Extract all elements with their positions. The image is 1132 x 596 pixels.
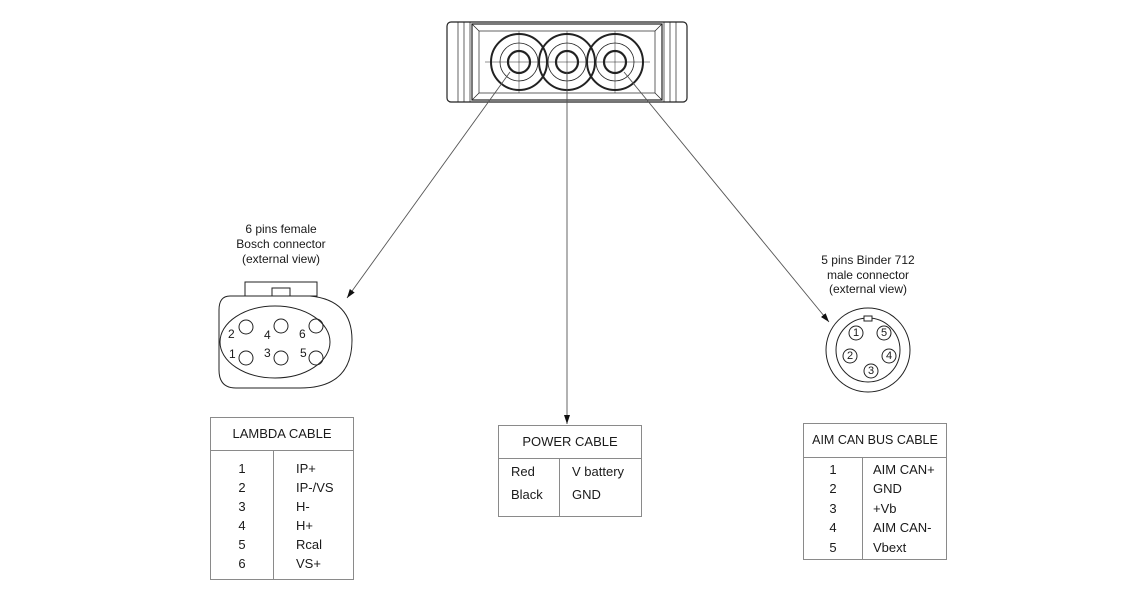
lambda-row-signal: IP-/VS — [296, 480, 334, 495]
lambda-row-pin: 3 — [238, 499, 246, 514]
power-cable-title: POWER CABLE — [499, 426, 641, 459]
can-row-pin: 3 — [829, 500, 837, 516]
lambda-row-pin: 2 — [238, 480, 246, 495]
bosch-pin-label-4: 4 — [264, 328, 271, 342]
can-row-pin: 5 — [829, 539, 837, 555]
lambda-cable-table: LAMBDA CABLE 1 2 3 4 5 6 IP+ IP-/VS H- H… — [210, 417, 354, 580]
can-row-signal: Vbext — [873, 539, 907, 555]
port-left — [490, 31, 548, 93]
arrow-to-bosch — [346, 71, 511, 299]
lambda-row-pin: 4 — [238, 518, 246, 533]
can-row-pin: 2 — [829, 481, 837, 497]
power-row-wire: Red — [511, 464, 535, 479]
lambda-cable-title: LAMBDA CABLE — [211, 418, 353, 451]
can-row-signal: GND — [873, 481, 902, 497]
bosch-pin-label-2: 2 — [228, 327, 235, 341]
can-bus-cable-table: AIM CAN BUS CABLE 1 2 3 4 5 AIM CAN+ GND… — [803, 423, 947, 560]
power-row-signal: GND — [572, 487, 601, 502]
can-row-signal: AIM CAN- — [873, 520, 932, 536]
bosch-pin-label-1: 1 — [229, 347, 236, 361]
port-right — [586, 31, 644, 93]
arrow-to-binder — [623, 71, 830, 323]
can-row-pin: 4 — [829, 520, 837, 536]
binder-pin-label-5: 5 — [881, 327, 887, 339]
lambda-row-signal: H- — [296, 499, 310, 514]
lambda-row-signal: Rcal — [296, 537, 323, 552]
binder-pin-label-4: 4 — [886, 350, 892, 362]
can-row-pin: 1 — [829, 462, 837, 477]
can-row-signal: +Vb — [873, 500, 897, 516]
can-bus-cable-title: AIM CAN BUS CABLE — [804, 424, 946, 458]
bosch-caption-line3: (external view) — [242, 252, 320, 266]
power-cable-table: POWER CABLE Red Black V battery GND — [498, 425, 642, 517]
bosch-caption-line2: Bosch connector — [236, 237, 325, 251]
power-row-wire: Black — [511, 487, 543, 502]
binder-caption-line3: (external view) — [829, 282, 907, 296]
can-row-signal: AIM CAN+ — [873, 462, 935, 477]
lambda-row-signal: H+ — [296, 518, 313, 533]
bosch-pin-label-5: 5 — [300, 346, 307, 360]
lambda-row-signal: VS+ — [296, 556, 321, 571]
binder-pin-label-2: 2 — [847, 350, 853, 362]
bosch-pin-label-3: 3 — [264, 346, 271, 360]
bosch-caption-line1: 6 pins female — [245, 222, 317, 236]
bosch-pin-label-6: 6 — [299, 327, 306, 341]
binder-connector — [825, 307, 911, 393]
binder-caption-line2: male connector — [827, 268, 909, 282]
lambda-row-pin: 1 — [238, 461, 246, 476]
binder-pin-label-1: 1 — [853, 327, 859, 339]
lambda-row-signal: IP+ — [296, 461, 316, 476]
power-row-signal: V battery — [572, 464, 625, 479]
lambda-row-pin: 5 — [238, 537, 246, 552]
binder-pin-label-3: 3 — [868, 365, 874, 377]
bosch-connector — [218, 281, 353, 389]
binder-caption-line1: 5 pins Binder 712 — [821, 253, 915, 267]
lambda-row-pin: 6 — [238, 556, 246, 571]
